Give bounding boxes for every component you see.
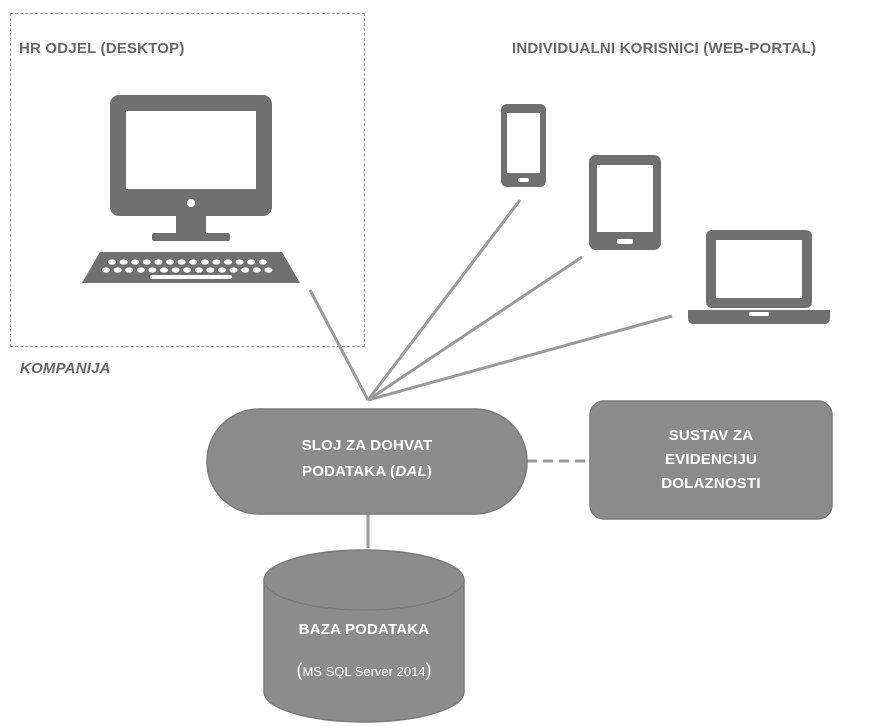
keyboard-key	[212, 259, 221, 265]
keyboard-spacebar	[150, 275, 232, 279]
dal-label-line2: PODATAKA (DAL)	[301, 463, 433, 480]
keyboard-key	[252, 267, 261, 273]
keyboard-key	[108, 259, 116, 265]
database-subtitle: (MS SQL Server 2014)	[296, 660, 432, 680]
keyboard-key	[218, 267, 226, 273]
attendance-line1: SUSTAV ZA	[668, 427, 754, 444]
smartphone-icon	[501, 104, 546, 187]
desktop-computer-icon	[82, 95, 300, 283]
keyboard-key	[258, 259, 267, 265]
laptop-icon	[688, 230, 830, 324]
attendance-system-label: SUSTAV ZA EVIDENCIJU DOLAZNOSTI	[590, 424, 832, 496]
keyboard-key	[235, 259, 244, 265]
keyboard-key	[160, 267, 168, 273]
keyboard-key	[136, 267, 145, 273]
company-boundary-box	[10, 13, 365, 347]
keyboard-key	[183, 267, 192, 273]
tablet-icon	[589, 155, 661, 250]
attendance-system-shape	[589, 400, 833, 520]
attendance-line2: EVIDENCIJU	[664, 451, 758, 468]
keyboard-key	[194, 267, 203, 273]
keyboard-key	[189, 259, 198, 265]
keyboard-key	[224, 259, 232, 265]
keyboard-key	[142, 259, 151, 265]
keyboard-key	[177, 259, 186, 265]
keyboard-key	[206, 267, 215, 273]
keyboard-key	[247, 259, 256, 265]
keyboard-key	[241, 267, 250, 273]
keyboard-key	[264, 267, 273, 273]
keyboard-key	[148, 267, 157, 273]
connector-phone-dal	[366, 199, 522, 401]
keyboard-key	[154, 259, 163, 265]
company-title: HR ODJEL (DESKTOP)	[19, 40, 185, 57]
connector-tablet-dal	[367, 255, 583, 402]
keyboard-key	[229, 267, 238, 273]
database-cylinder-shape	[263, 549, 465, 723]
keyboard-key	[113, 267, 122, 273]
dal-label: SLOJ ZA DOHVAT PODATAKA (DAL)	[207, 433, 527, 485]
attendance-line3: DOLAZNOSTI	[661, 475, 761, 492]
keyboard-key	[102, 267, 110, 273]
keyboard-key	[125, 267, 134, 273]
connector-desktop-dal	[308, 289, 370, 401]
keyboard-key	[119, 259, 128, 265]
keyboard-key	[200, 259, 209, 265]
dal-layer-shape	[206, 408, 528, 515]
database-title: BAZA PODATAKA	[298, 621, 430, 638]
connector-laptop-dal	[367, 314, 673, 402]
keyboard-key	[171, 267, 180, 273]
users-title: INDIVIDUALNI KORISNICI (WEB-PORTAL)	[512, 40, 817, 57]
keyboard-key	[131, 259, 140, 265]
dal-label-line1: SLOJ ZA DOHVAT	[301, 437, 433, 454]
company-caption: KOMPANIJA	[20, 360, 111, 377]
keyboard-key	[166, 259, 174, 265]
